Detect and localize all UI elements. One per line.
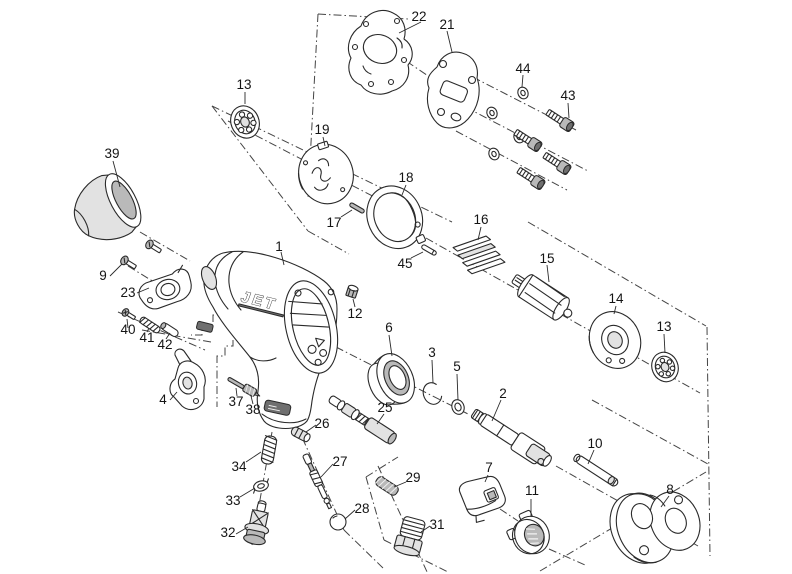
part-37-pin xyxy=(227,377,245,389)
part-labels: 22 21 44 43 13 19 39 18 17 16 45 1 15 9 … xyxy=(99,9,674,540)
part-5-washer xyxy=(451,399,465,415)
brand-underline xyxy=(237,303,285,318)
part-17-pin xyxy=(349,202,365,214)
part-label-4: 4 xyxy=(159,392,167,407)
part-label-3: 3 xyxy=(428,345,436,360)
part-label-10: 10 xyxy=(587,436,602,451)
part-label-13a: 13 xyxy=(236,77,251,92)
part-13-bearing-front xyxy=(230,105,260,139)
part-16-vanes xyxy=(452,235,506,275)
part-28-ball xyxy=(329,513,347,531)
part-21-end-cap xyxy=(426,51,480,129)
part-label-37: 37 xyxy=(228,394,243,409)
part-label-39: 39 xyxy=(104,146,119,161)
part-4-trigger xyxy=(169,348,206,411)
part-8-hammer-frame xyxy=(609,491,701,564)
part-10-pin xyxy=(573,453,619,487)
part-label-29: 29 xyxy=(405,470,420,485)
part-label-17: 17 xyxy=(326,215,341,230)
part-19-cam-plate xyxy=(297,140,354,205)
part-25-valve-assembly xyxy=(328,395,397,445)
part-15-rotor xyxy=(511,274,573,321)
part-23-bracket xyxy=(138,264,192,310)
part-9-screws xyxy=(120,239,162,270)
part-label-44: 44 xyxy=(515,61,531,76)
part-18-cylinder xyxy=(366,185,426,250)
part-13-bearing-rear xyxy=(651,351,679,383)
part-43-screws xyxy=(513,109,575,191)
part-label-34: 34 xyxy=(231,459,247,474)
part-11-inlet-bushing xyxy=(506,509,550,555)
part-6-bushing xyxy=(367,353,415,406)
part-33-washer xyxy=(253,478,269,494)
leader-lines xyxy=(109,21,670,535)
part-label-16: 16 xyxy=(473,212,488,227)
part-label-28: 28 xyxy=(354,501,369,516)
part-label-26: 26 xyxy=(314,416,329,431)
part-label-5: 5 xyxy=(453,359,461,374)
part-label-38: 38 xyxy=(245,402,260,417)
part-label-2: 2 xyxy=(499,386,507,401)
part-32-valve xyxy=(243,500,270,546)
part-41-spring xyxy=(139,316,161,334)
part-label-40: 40 xyxy=(120,322,135,337)
part-label-9: 9 xyxy=(99,268,107,283)
part-label-18: 18 xyxy=(398,170,413,185)
part-label-15: 15 xyxy=(539,251,554,266)
part-22-gasket xyxy=(347,9,413,95)
part-12-plug xyxy=(345,284,359,299)
part-14-end-plate xyxy=(588,311,642,369)
part-26-sleeve xyxy=(290,426,311,443)
part-label-21: 21 xyxy=(439,17,454,32)
part-label-13b: 13 xyxy=(656,319,671,334)
part-label-27: 27 xyxy=(332,454,347,469)
part-label-31: 31 xyxy=(429,517,444,532)
part-label-41: 41 xyxy=(139,330,154,345)
part-40-screw xyxy=(121,308,136,320)
part-2-anvil xyxy=(470,408,552,467)
part-label-22: 22 xyxy=(411,9,426,24)
part-42-pin xyxy=(160,322,179,338)
part-label-1: 1 xyxy=(275,239,283,254)
part-27-valve-stem xyxy=(302,453,333,510)
part-44-washers xyxy=(486,86,529,161)
part-label-19: 19 xyxy=(314,122,329,137)
part-label-23: 23 xyxy=(120,285,135,300)
part-label-8: 8 xyxy=(666,482,674,497)
part-label-33: 33 xyxy=(225,493,240,508)
part-29-spring xyxy=(374,476,399,496)
part-45-pin xyxy=(421,244,437,256)
part-label-45: 45 xyxy=(397,256,412,271)
part-label-6: 6 xyxy=(385,320,393,335)
part-label-12: 12 xyxy=(347,306,362,321)
part-39-boot xyxy=(73,173,142,241)
part-label-7: 7 xyxy=(485,460,493,475)
part-7-block xyxy=(458,475,506,523)
part-1-housing: JET xyxy=(195,250,339,430)
part-label-11: 11 xyxy=(525,483,539,498)
part-31-air-inlet xyxy=(393,516,426,557)
part-label-42: 42 xyxy=(157,337,172,352)
part-3-retaining-ring xyxy=(422,382,443,405)
part-label-43: 43 xyxy=(560,88,575,103)
part-label-14: 14 xyxy=(608,291,624,306)
handle-badge xyxy=(263,399,292,416)
part-34-spring xyxy=(260,435,278,465)
part-38-screw xyxy=(242,383,261,397)
part-label-32: 32 xyxy=(220,525,235,540)
part-label-25: 25 xyxy=(377,400,392,415)
